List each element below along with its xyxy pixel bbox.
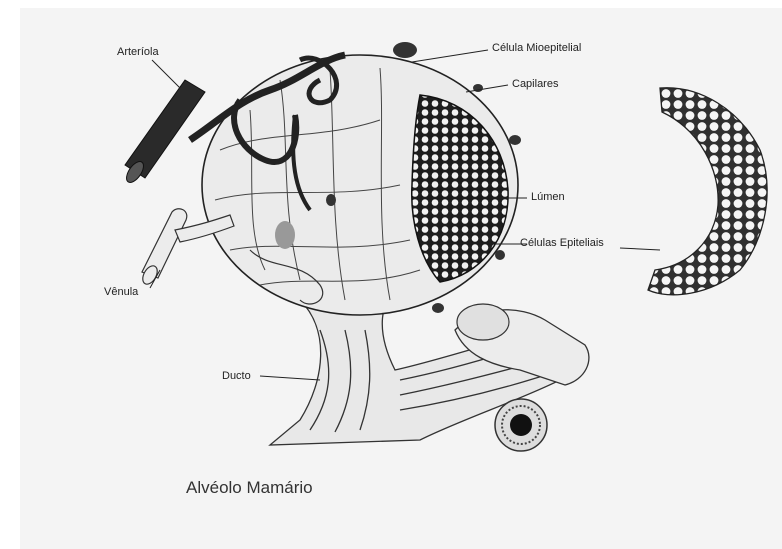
label-celulas-epiteliais: Células Epiteliais — [520, 237, 604, 249]
label-arteriola: Arteríola — [117, 46, 159, 58]
label-capilares: Capilares — [512, 78, 558, 90]
label-venula: Vênula — [104, 286, 138, 298]
label-ducto: Ducto — [222, 370, 251, 382]
label-celula-mioepitelial: Célula Mioepitelial — [492, 42, 581, 54]
label-lumen: Lúmen — [531, 191, 565, 203]
diagram-caption: Alvéolo Mamário — [186, 478, 313, 498]
